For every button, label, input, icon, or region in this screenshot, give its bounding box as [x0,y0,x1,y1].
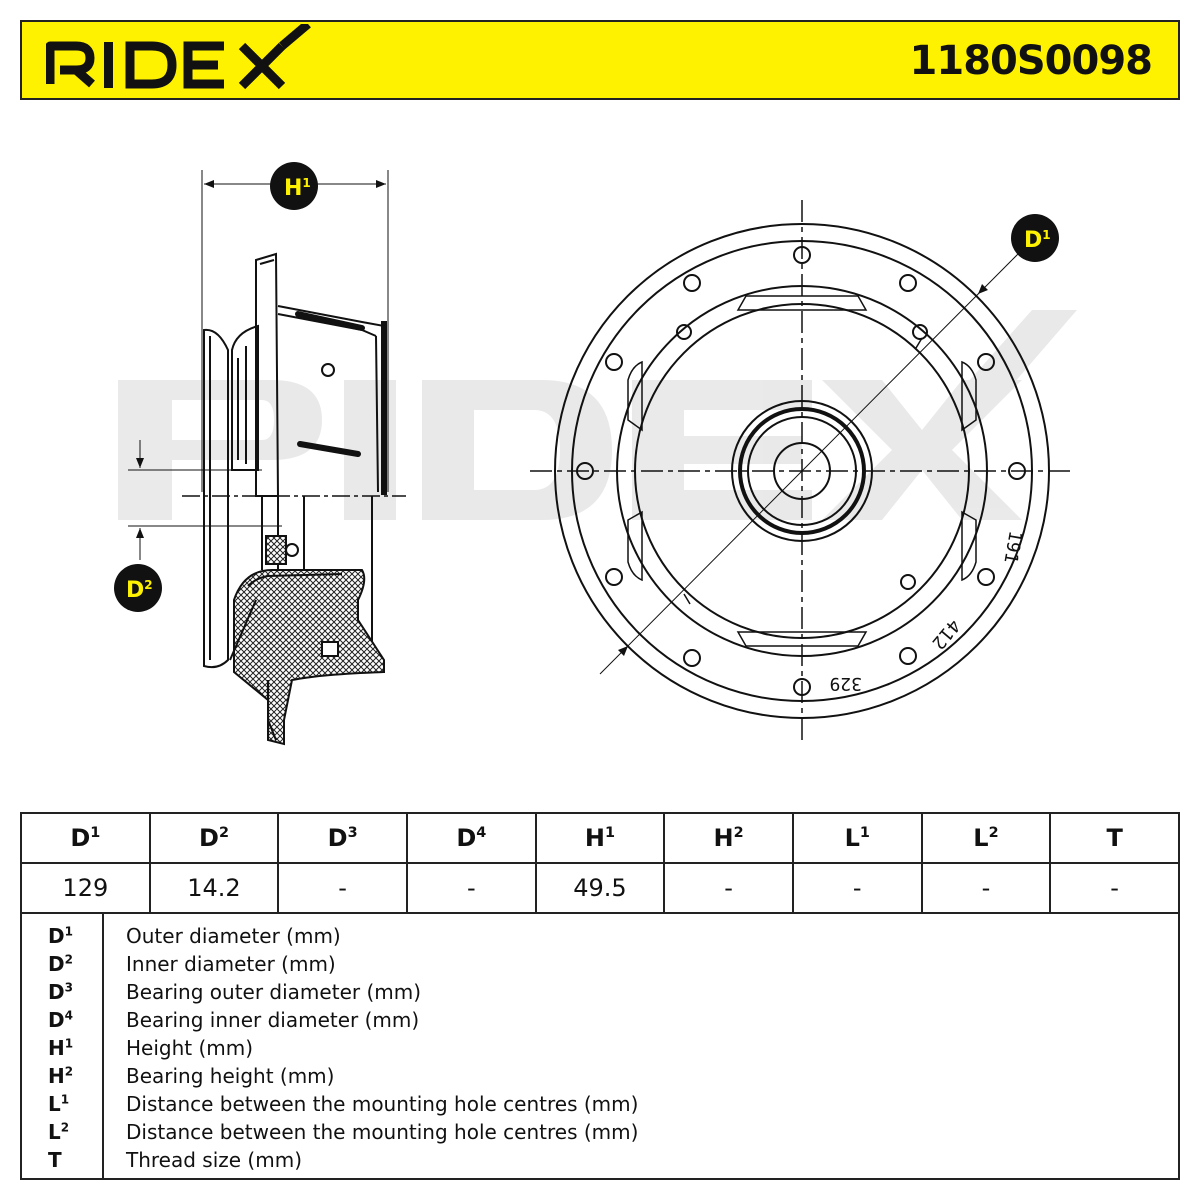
spec-header-h1: H1 [534,812,666,864]
spec-value-h1: 49.5 [534,862,666,914]
legend-text: Bearing outer diameter (mm) [126,980,422,1004]
svg-text:D1: D1 [1024,228,1051,253]
legend-item: D2 Inner diameter (mm) [22,950,1178,978]
legend-item: D3 Bearing outer diameter (mm) [22,978,1178,1006]
spec-value-l2: - [920,862,1052,914]
legend-key: L1 [48,1092,70,1116]
spec-header-l2: L2 [920,812,1052,864]
legend-text: Inner diameter (mm) [126,952,336,976]
legend-key: D2 [48,952,73,976]
bolt-holes [576,246,1026,696]
legend-item: H2 Bearing height (mm) [22,1062,1178,1090]
legend-text: Bearing height (mm) [126,1064,335,1088]
watermark [118,310,1077,520]
legend-item: D1 Outer diameter (mm) [22,922,1178,950]
spec-value-d3: - [277,862,408,914]
spec-table: D1 D2 D3 D4 H1 H2 L1 L2 T 129 14.2 - - 4… [20,812,1180,914]
legend-text: Bearing inner diameter (mm) [126,1008,420,1032]
legend-divider [102,914,104,1178]
spec-header-d4: D4 [405,812,537,864]
legend-item: H1 Height (mm) [22,1034,1178,1062]
legend-key: H1 [48,1036,74,1060]
legend-item: L2 Distance between the mounting hole ce… [22,1118,1178,1146]
stamp-191: 191 [999,529,1025,565]
spec-header-d2: D2 [148,812,280,864]
legend-key: L2 [48,1120,70,1144]
stamp-412: 412 [927,615,964,653]
spec-header-h2: H2 [663,812,794,864]
legend-item: L1 Distance between the mounting hole ce… [22,1090,1178,1118]
callout-d1: D1 [1011,214,1059,262]
spec-header-l1: L1 [791,812,923,864]
spec-value-l1: - [791,862,923,914]
legend-key: D1 [48,924,73,948]
spec-header-d1: D1 [20,812,151,864]
spec-header-row: D1 D2 D3 D4 H1 H2 L1 L2 T [20,812,1180,864]
legend-text: Distance between the mounting hole centr… [126,1092,639,1116]
legend-key: H2 [48,1064,74,1088]
spec-value-t: - [1049,862,1180,914]
legend-item: T Thread size (mm) [22,1146,1178,1174]
svg-text:D2: D2 [126,578,153,603]
legend-item: D4 Bearing inner diameter (mm) [22,1006,1178,1034]
technical-drawing: 191 412 329 H1 D1 D2 [114,162,1077,746]
spec-value-d4: - [405,862,537,914]
callout-h1: H1 [270,162,318,210]
legend: D1 Outer diameter (mm) D2 Inner diameter… [20,914,1180,1180]
svg-text:H1: H1 [284,176,311,201]
legend-text: Outer diameter (mm) [126,924,341,948]
legend-key: D4 [48,1008,73,1032]
legend-key: D3 [48,980,73,1004]
header-bar: 1180S0098 [20,20,1180,100]
spec-header-t: T [1049,812,1180,864]
legend-text: Thread size (mm) [126,1148,302,1172]
legend-key: T [48,1148,62,1172]
spec-header-d3: D3 [277,812,408,864]
spec-value-row: 129 14.2 - - 49.5 - - - - [20,862,1180,914]
spec-value-d1: 129 [20,862,151,914]
legend-text: Distance between the mounting hole centr… [126,1120,639,1144]
front-view: 191 412 329 [530,200,1074,744]
side-section-view [128,170,406,746]
part-number: 1180S0098 [909,38,1153,84]
spec-value-d2: 14.2 [148,862,280,914]
stamp-329: 329 [829,673,862,694]
legend-text: Height (mm) [126,1036,254,1060]
spec-value-h2: - [663,862,794,914]
callout-d2: D2 [114,564,162,612]
slots [627,295,977,647]
ridex-logo [46,24,311,90]
